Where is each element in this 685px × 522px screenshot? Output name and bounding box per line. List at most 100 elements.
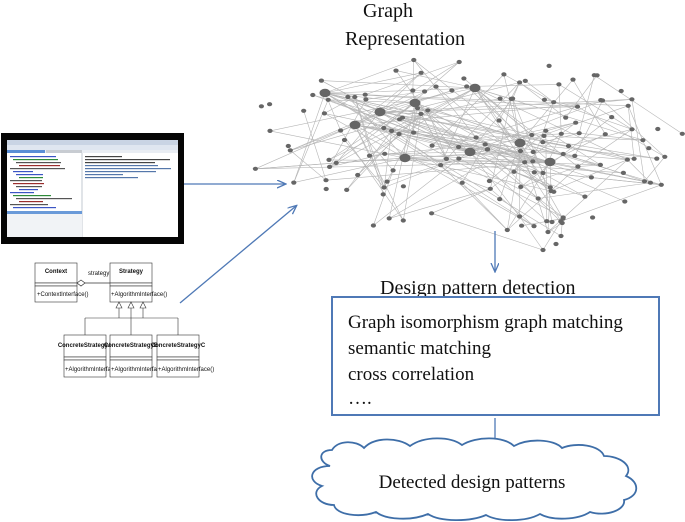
graph-node (518, 184, 524, 189)
graph-edge (533, 151, 628, 160)
graph-node (326, 157, 332, 162)
graph-node (522, 160, 528, 165)
graph-edge (379, 72, 422, 113)
code-line (13, 159, 58, 161)
graph-edge (435, 86, 525, 163)
graph-node (396, 131, 402, 137)
graph-node (679, 131, 685, 136)
graph-node (333, 160, 339, 165)
graph-node (560, 216, 566, 221)
graph-node (620, 170, 627, 175)
graph-edge (469, 100, 603, 153)
code-line (19, 177, 43, 179)
graph-edge (290, 124, 356, 151)
graph-edge (324, 92, 422, 115)
code-line (16, 162, 61, 164)
graph-edge (490, 188, 535, 227)
code-line (19, 165, 60, 167)
graph-edge (383, 158, 460, 188)
result-cloud (311, 437, 638, 522)
graph-edge (574, 100, 603, 157)
graph-edge (631, 99, 645, 182)
graph-edge (347, 96, 441, 166)
graph-edge (404, 157, 491, 190)
graph-edge (255, 124, 356, 170)
graph-edge (461, 144, 486, 183)
graph-edge (324, 59, 414, 94)
graph-edge (324, 90, 413, 94)
graph-edge (507, 150, 521, 231)
graph-edge (549, 133, 606, 163)
code-line (16, 174, 43, 176)
code-line (16, 198, 72, 200)
graph-node (662, 154, 668, 159)
graph-node (252, 166, 258, 171)
graph-edge (269, 87, 476, 132)
graph-edge (458, 158, 539, 199)
graph-hub-node (374, 107, 386, 117)
graph-edge (383, 127, 477, 138)
graph-node (641, 179, 648, 184)
graph-node (530, 149, 536, 155)
graph-edge (399, 98, 501, 120)
output-line (85, 159, 170, 161)
graph-node (640, 138, 646, 143)
graph-node (301, 108, 307, 113)
graph-node (631, 156, 637, 161)
graph-node (497, 96, 503, 101)
graph-node (556, 82, 562, 87)
graph-edge (354, 96, 384, 195)
graph-node (461, 76, 467, 81)
graph-edge (379, 61, 460, 113)
graph-node (456, 156, 462, 161)
graph-node (459, 180, 465, 185)
graph-edge (525, 80, 554, 103)
graph-edge (547, 187, 551, 233)
graph-node (390, 168, 396, 173)
graph-edge (542, 132, 580, 143)
graph-edge (568, 129, 633, 147)
graph-node (655, 126, 661, 132)
graph-node (519, 223, 525, 228)
graph-edge (395, 70, 460, 159)
graph-edge (440, 87, 476, 166)
graph-edge (412, 59, 415, 91)
graph-node (501, 72, 507, 77)
graph-edge (594, 74, 683, 135)
graph-node (291, 180, 297, 185)
graph-node (563, 115, 569, 120)
graph-edge (384, 151, 471, 155)
graph-node (576, 131, 582, 136)
graph-node (509, 96, 516, 101)
graph-edge (532, 161, 625, 202)
graph-edge (328, 99, 471, 153)
graph-node (541, 97, 548, 102)
graph-edge (328, 99, 416, 104)
arrow-uml-to-graph (179, 206, 296, 304)
graph-edge (354, 124, 535, 227)
graph-node (443, 156, 449, 161)
code-line (10, 204, 48, 206)
graph-node (318, 78, 324, 83)
graph-edge (413, 59, 477, 138)
graph-edge (427, 110, 532, 136)
graph-node (658, 182, 664, 187)
graph-node (310, 92, 316, 98)
uml-strategy-name: Strategy (119, 269, 144, 275)
graph-edge (503, 74, 554, 103)
graph-node (258, 104, 264, 109)
graph-node (570, 77, 576, 82)
graph-node (400, 184, 406, 189)
output-line (85, 168, 171, 170)
graph-edge (498, 120, 555, 192)
graph-edge (329, 99, 367, 168)
graph-node (344, 187, 350, 192)
graph-node (449, 88, 455, 93)
code-line (13, 171, 33, 173)
graph-node (366, 153, 373, 158)
graph-node (363, 97, 369, 102)
method-item: …. (348, 388, 372, 409)
code-line (13, 183, 44, 185)
graph-node (389, 128, 395, 133)
